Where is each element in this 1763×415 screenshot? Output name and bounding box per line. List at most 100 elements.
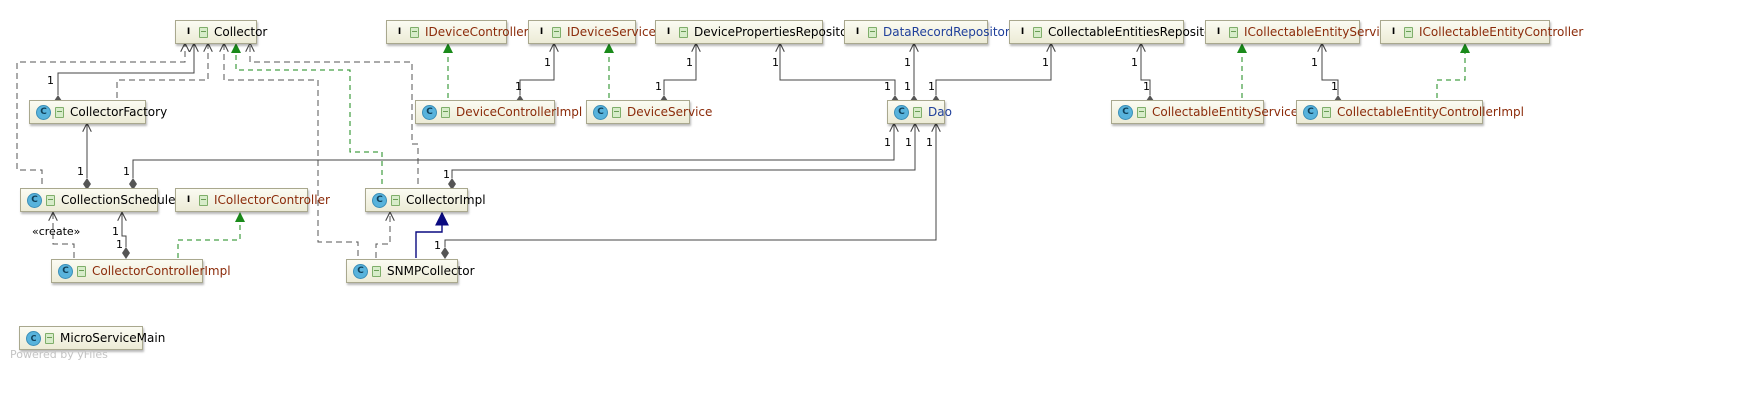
node-deviceservice[interactable]: C DeviceService [586, 100, 712, 124]
multiplicity-label: 1 [904, 80, 911, 93]
node-datarecordrepository[interactable]: I DataRecordRepository [844, 20, 1017, 44]
node-devicepropertiesrepository[interactable]: I DevicePropertiesRepository [655, 20, 860, 44]
node-label: SNMPCollector [387, 264, 475, 278]
multiplicity-label: 1 [77, 165, 84, 178]
node-dao[interactable]: C Dao [887, 100, 952, 124]
multiplicity-label: 1 [905, 136, 912, 149]
node-collectorimpl[interactable]: C CollectorImpl [365, 188, 486, 212]
multiplicity-label: 1 [47, 74, 54, 87]
node-label: DevicePropertiesRepository [694, 25, 860, 39]
node-icollectorcontroller[interactable]: I ICollectorController [175, 188, 330, 212]
class-icon: C [27, 192, 42, 208]
public-visibility-icon [1137, 106, 1146, 118]
public-visibility-icon [45, 332, 54, 344]
node-label: ICollectorController [214, 193, 330, 207]
main-class-icon: C [26, 330, 41, 346]
multiplicity-label: 1 [116, 238, 123, 251]
node-collector[interactable]: I Collector [175, 20, 267, 44]
node-collectableentitycontrollerimpl[interactable]: C CollectableEntityControllerImpl [1296, 100, 1524, 124]
multiplicity-label: 1 [928, 80, 935, 93]
edge-controllerimpl-icollectorcontroller [177, 212, 245, 258]
interface-icon: I [397, 27, 402, 37]
public-visibility-icon [199, 26, 208, 38]
node-ideviceservice[interactable]: I IDeviceService [528, 20, 656, 44]
node-collectorcontrollerimpl[interactable]: C CollectorControllerImpl [51, 259, 231, 283]
node-label: CollectorFactory [70, 105, 168, 119]
public-visibility-icon [199, 194, 208, 206]
public-visibility-icon [1033, 26, 1042, 38]
edge-collectorimpl-collector-impl [231, 43, 383, 184]
multiplicity-label: 1 [1311, 56, 1318, 69]
multiplicity-label: 1 [926, 136, 933, 149]
node-icollectableentitycontroller[interactable]: I ICollectableEntityController [1380, 20, 1583, 44]
node-label: IDeviceController [425, 25, 529, 39]
public-visibility-icon [868, 26, 877, 38]
node-collectorfactory[interactable]: C CollectorFactory [29, 100, 167, 124]
public-visibility-icon [1229, 26, 1238, 38]
edge-cec-impl [1436, 43, 1470, 98]
edge-controllerimpl-scheduler-create [53, 213, 75, 258]
multiplicity-label: 1 [1131, 56, 1138, 69]
edge-devicecontrollerimpl-ideviceservice [520, 44, 554, 95]
node-snmpcollector[interactable]: C SNMPCollector [346, 259, 475, 283]
interface-icon: I [666, 27, 671, 37]
public-visibility-icon [410, 26, 419, 38]
node-devicecontrollerimpl[interactable]: C DeviceControllerImpl [415, 100, 582, 124]
node-label: CollectableEntitiesRepository [1048, 25, 1224, 39]
public-visibility-icon [612, 106, 621, 118]
node-label: Collector [214, 25, 268, 39]
edge-snmpcollector-dao [445, 124, 936, 247]
node-label: IDeviceService [567, 25, 656, 39]
class-icon: C [422, 104, 437, 120]
node-label: Dao [928, 105, 952, 119]
edge-collectionscheduler-collector [16, 44, 185, 184]
interface-icon: I [1020, 27, 1025, 37]
edge-dao-deviceprops [780, 44, 895, 95]
multiplicity-label: 1 [434, 239, 441, 252]
public-visibility-icon [55, 106, 64, 118]
node-label: MicroServiceMain [60, 331, 166, 345]
interface-icon: I [855, 27, 860, 37]
multiplicity-label: 1 [1042, 56, 1049, 69]
multiplicity-label: 1 [772, 56, 779, 69]
public-visibility-icon [441, 106, 450, 118]
multiplicity-label: 1 [655, 80, 662, 93]
edge-snmpcollector-collector [224, 44, 359, 256]
node-label: CollectableEntityControllerImpl [1337, 105, 1525, 119]
multiplicity-label: 1 [515, 80, 522, 93]
edge-collectorfactory-collector-assoc [58, 44, 194, 95]
multiplicity-label: 1 [112, 225, 119, 238]
multiplicity-label: 1 [123, 165, 130, 178]
node-label: CollectionScheduler [61, 193, 181, 207]
node-collectionscheduler[interactable]: C CollectionScheduler [20, 188, 180, 212]
public-visibility-icon [552, 26, 561, 38]
multiplicity-label: 1 [1143, 80, 1150, 93]
public-visibility-icon [46, 194, 55, 206]
class-icon: C [372, 192, 387, 208]
node-label: DataRecordRepository [883, 25, 1017, 39]
node-collectableentityservice[interactable]: C CollectableEntityService [1111, 100, 1298, 124]
class-icon: C [1303, 104, 1318, 120]
public-visibility-icon [1322, 106, 1331, 118]
create-stereotype-label: «create» [32, 225, 81, 238]
multiplicity-label: 1 [884, 136, 891, 149]
node-label: DeviceService [627, 105, 713, 119]
class-icon: C [1118, 104, 1133, 120]
multiplicity-label: 1 [686, 56, 693, 69]
node-ideviceController[interactable]: I IDeviceController [386, 20, 529, 44]
edge-dao-collectable [936, 44, 1051, 95]
public-visibility-icon [1404, 26, 1413, 38]
multiplicity-label: 1 [1331, 80, 1338, 93]
public-visibility-icon [77, 265, 86, 277]
edge-collectorimpl-dao [452, 124, 915, 178]
interface-icon: I [1391, 27, 1396, 37]
class-icon: C [894, 104, 909, 120]
edge-cec-service [1322, 44, 1338, 95]
node-icollectableentityservice[interactable]: I ICollectableEntityService [1205, 20, 1394, 44]
node-collectableentitiesrepository[interactable]: I CollectableEntitiesRepository [1009, 20, 1223, 44]
node-label: ICollectableEntityController [1419, 25, 1584, 39]
node-microservicemain[interactable]: C MicroServiceMain [19, 326, 165, 350]
edge-collectorimpl-collector [250, 44, 419, 184]
